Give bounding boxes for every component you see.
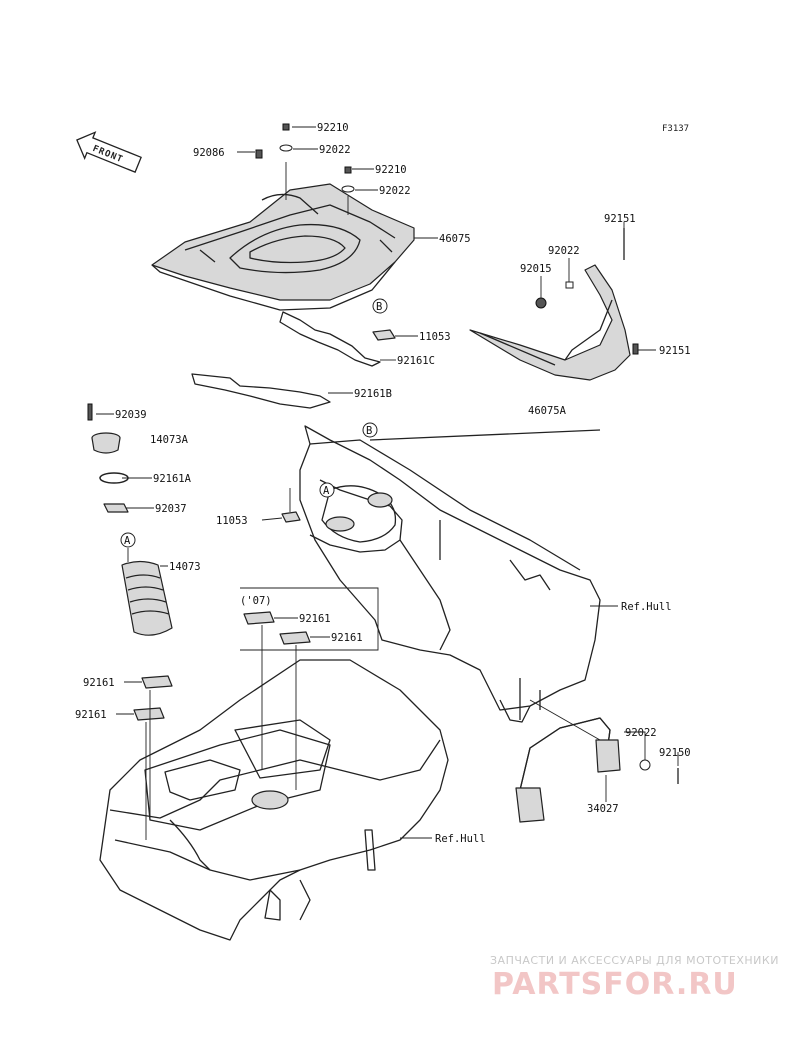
- upper-hull-deck: [299, 425, 601, 723]
- cover-46075a: [469, 264, 631, 381]
- label-11053-upper: 11053: [419, 331, 451, 343]
- label-92161-upper: 92161: [299, 613, 331, 625]
- front-arrow-icon: FRONT: [76, 131, 142, 174]
- label-92086: 92086: [193, 147, 225, 159]
- gasket-92161c: [279, 311, 381, 367]
- label-92161-left-lower: 92161: [75, 709, 107, 721]
- label-92015: 92015: [520, 263, 552, 275]
- washer-92022-top: [279, 144, 293, 152]
- circle-b-upper-label: B: [376, 301, 382, 313]
- watermark-brand: PARTSFOR.RU: [492, 967, 738, 1002]
- year-label: ('07): [240, 595, 272, 607]
- label-ref-hull-upper: Ref.Hull: [621, 601, 672, 613]
- label-11053-lower: 11053: [216, 515, 248, 527]
- bolt-92151-lower: [632, 343, 639, 355]
- sticker-92161-left-upper: [141, 675, 173, 689]
- ref-circle-a-hose: [120, 532, 136, 548]
- label-92037: 92037: [155, 503, 187, 515]
- label-92022-right: 92022: [548, 245, 580, 257]
- label-92151-upper: 92151: [604, 213, 636, 225]
- intake-parts: [87, 403, 173, 636]
- storage-bin-46075: [151, 183, 415, 311]
- circle-a-deck-label: A: [323, 485, 330, 497]
- label-92022-mid: 92022: [379, 185, 411, 197]
- clip-11053-upper: [372, 329, 396, 341]
- gasket-92161b: [191, 373, 331, 409]
- year-07-bracket: [240, 587, 379, 651]
- grab-handle-34027: [515, 699, 621, 823]
- diagram-code: F3137: [662, 124, 689, 134]
- watermark-caption: ЗАПЧАСТИ И АКСЕССУАРЫ ДЛЯ МОТОТЕХНИКИ: [490, 954, 779, 967]
- label-34027: 34027: [587, 803, 619, 815]
- washer-92022-mid: [341, 185, 355, 193]
- label-92151-lower: 92151: [659, 345, 691, 357]
- label-92022-top: 92022: [319, 144, 351, 156]
- sticker-92161-upper: [243, 611, 275, 625]
- sticker-92161-mid: [279, 631, 311, 645]
- label-92150: 92150: [659, 747, 691, 759]
- label-92161a: 92161A: [153, 473, 192, 485]
- circle-b-deck-label: B: [366, 425, 372, 437]
- label-46075a: 46075A: [528, 405, 567, 417]
- label-92161-left-upper: 92161: [83, 677, 115, 689]
- ref-circle-b-deck: [362, 422, 378, 438]
- label-92039: 92039: [115, 409, 147, 421]
- label-92210-mid: 92210: [375, 164, 407, 176]
- ref-circle-a-deck: [319, 482, 335, 498]
- label-92022-handle: 92022: [625, 727, 657, 739]
- label-14073a: 14073A: [150, 434, 189, 446]
- circle-a-hose-label: A: [124, 535, 131, 547]
- nut-92015: [535, 297, 547, 309]
- label-92161c: 92161C: [397, 355, 435, 367]
- washer-92022-handle: [639, 759, 651, 771]
- label-ref-hull-lower: Ref.Hull: [435, 833, 486, 845]
- label-92161b: 92161B: [354, 388, 392, 400]
- label-92161-mid: 92161: [331, 632, 363, 644]
- lower-hull: [99, 659, 449, 941]
- label-46075: 46075: [439, 233, 471, 245]
- label-14073: 14073: [169, 561, 201, 573]
- bolt-92086: [255, 149, 263, 159]
- label-92210-top: 92210: [317, 122, 349, 134]
- washer-92022-right: [565, 281, 574, 289]
- bolt-92210-top: [282, 123, 290, 131]
- clip-11053-lower: [281, 511, 301, 523]
- bolt-92210-mid: [344, 166, 352, 174]
- sticker-92161-left-lower: [133, 707, 165, 721]
- ref-circle-b-upper: [372, 298, 388, 314]
